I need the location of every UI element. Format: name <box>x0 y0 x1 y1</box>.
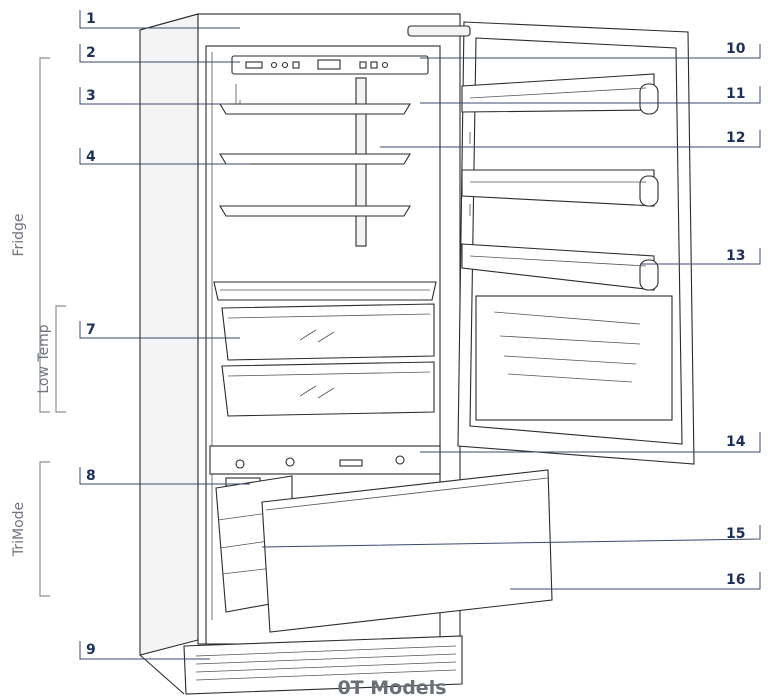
svg-text:8: 8 <box>86 468 96 484</box>
svg-text:Low Temp: Low Temp <box>36 324 52 393</box>
glass-shelves <box>219 84 411 217</box>
callout-3: 3 <box>79 87 230 105</box>
svg-text:11: 11 <box>726 86 745 102</box>
callout-16: 16 <box>510 572 761 590</box>
svg-text:13: 13 <box>726 248 745 264</box>
svg-text:3: 3 <box>86 88 96 104</box>
zone-trimode: TriMode <box>11 461 50 597</box>
callout-1: 1 <box>79 10 240 29</box>
svg-text:12: 12 <box>726 130 745 146</box>
callout-7: 7 <box>79 321 240 339</box>
zone-fridge: Fridge <box>11 57 50 413</box>
callout-9: 9 <box>79 641 210 660</box>
low-temp-drawers <box>213 281 437 417</box>
callout-11: 11 <box>420 86 761 104</box>
svg-text:2: 2 <box>86 45 96 61</box>
control-panel <box>231 55 429 75</box>
callout-13: 13 <box>640 248 761 265</box>
svg-text:10: 10 <box>726 41 746 57</box>
open-door <box>407 21 695 465</box>
zone-low-temp: Low Temp <box>36 305 66 413</box>
callout-15: 15 <box>261 525 761 548</box>
callout-10: 10 <box>420 41 761 59</box>
svg-text:4: 4 <box>86 149 96 165</box>
svg-text:7: 7 <box>86 322 96 338</box>
trimode-drawer <box>215 469 553 633</box>
callout-2: 2 <box>79 44 240 63</box>
diagram-caption: 0T Models <box>337 677 446 698</box>
callouts: 1 2 3 4 7 8 9 10 <box>79 10 761 660</box>
svg-text:15: 15 <box>726 526 745 542</box>
callout-14: 14 <box>420 432 761 453</box>
svg-text:14: 14 <box>726 434 746 450</box>
svg-text:1: 1 <box>86 11 96 27</box>
trimode-compartment <box>209 445 441 487</box>
svg-text:16: 16 <box>726 572 745 588</box>
svg-text:9: 9 <box>86 642 96 658</box>
base-grille <box>139 635 463 695</box>
svg-text:Fridge: Fridge <box>11 213 27 256</box>
callout-4: 4 <box>79 148 250 165</box>
callout-12: 12 <box>380 130 761 148</box>
callout-8: 8 <box>79 467 250 485</box>
svg-text:TriMode: TriMode <box>11 502 27 557</box>
